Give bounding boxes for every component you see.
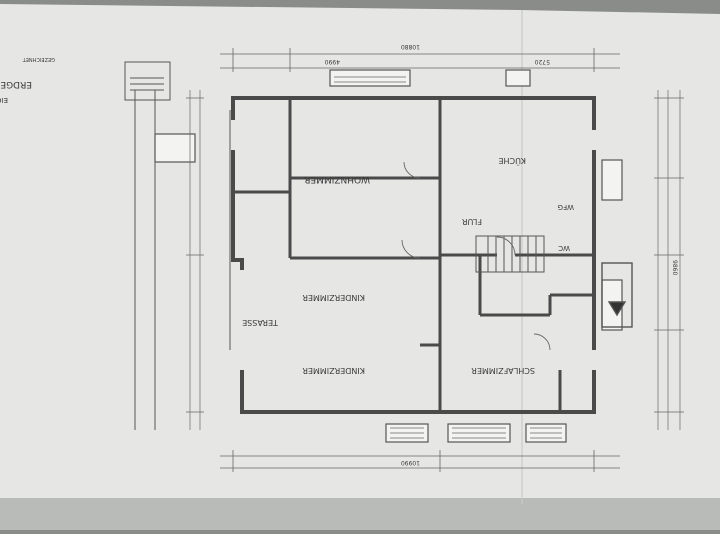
outer-walls [231, 96, 596, 414]
dim-bottom-b: 4990 [325, 58, 340, 65]
staircase [475, 235, 545, 273]
title-floor: ERDGESCHOSS M1:50 [0, 79, 32, 89]
room-label-terrace: TERASSE [242, 318, 279, 327]
dim-top-total: 10990 [401, 459, 420, 466]
plan-rotated-group: KÜCHE WOHNZIMMER FLUR WFG WC KINDERZIMME… [0, 43, 684, 472]
title-owner: EIGENHEIM [0, 96, 8, 104]
window-hatching [334, 76, 562, 439]
dim-right-total: 9860 [671, 260, 678, 275]
door-swings [401, 161, 551, 351]
room-label-wc: WC [558, 244, 570, 252]
entrance-porch [601, 262, 633, 328]
room-label-child1: KINDERZIMMER [302, 366, 365, 375]
dimension-lines [189, 53, 681, 469]
dim-bottom-a: 5720 [535, 58, 550, 65]
room-label-utility: WFG [558, 203, 574, 211]
table-surface [0, 498, 720, 530]
room-label-child2: KINDERZIMMER [302, 293, 365, 302]
room-label-living: WOHNZIMMER [304, 174, 370, 184]
dimension-ticks [186, 48, 684, 472]
dim-bottom-total: 10880 [401, 43, 420, 50]
interior-walls [233, 98, 594, 412]
room-label-bedroom: SCHLAFZIMMER [471, 366, 535, 375]
drawn-by-label: GEZEICHNET [22, 56, 55, 62]
terrace-outline [124, 61, 231, 430]
room-label-hall: FLUR [461, 217, 482, 226]
room-label-kitchen: KÜCHE [498, 156, 526, 166]
